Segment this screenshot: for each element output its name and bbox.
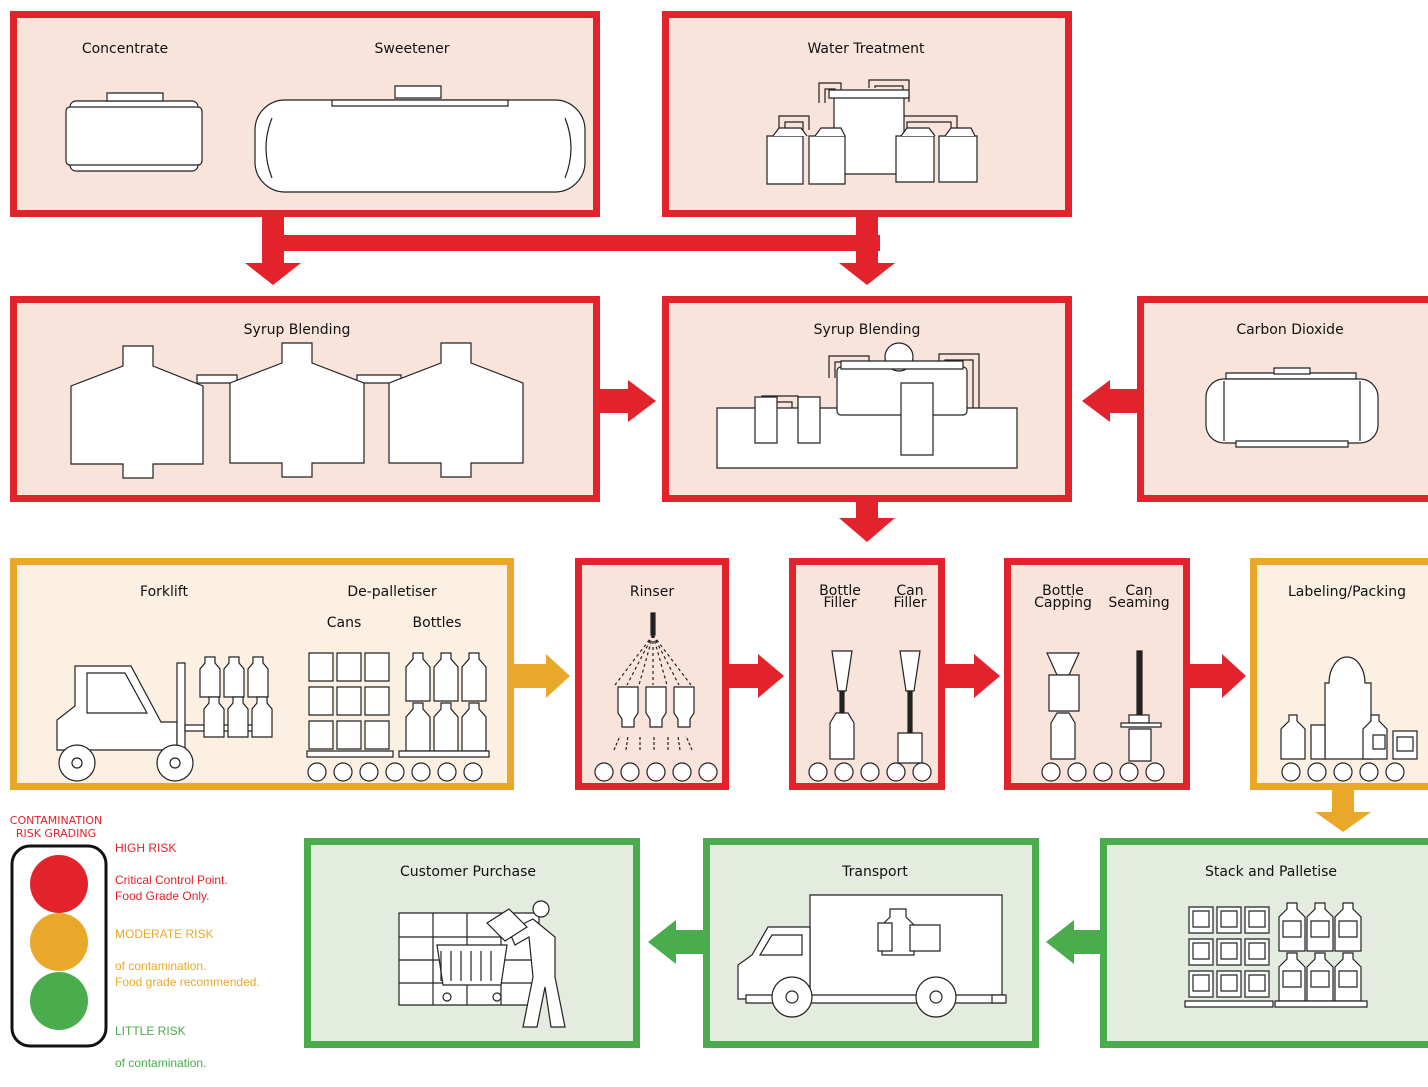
flow-arrow-right [1188, 664, 1222, 688]
concentrate-label: Concentrate [81, 41, 169, 57]
flow-connector-bar [262, 235, 880, 251]
stack-palletise-label: Stack and Palletise [1204, 864, 1338, 880]
transport-stage: Transport [703, 838, 1039, 1048]
customer-purchase-label: Customer Purchase [399, 864, 537, 880]
forklift-depalletiser-icon [17, 652, 521, 797]
little-risk-description: of contamination. [115, 1056, 207, 1070]
flow-arrow-down [856, 498, 878, 518]
concentrate-sweetener-tanks-icon [17, 18, 607, 224]
flow-arrow-left [1110, 389, 1140, 413]
cans-label: Cans [326, 615, 362, 631]
flow-arrow-right [512, 664, 546, 688]
blending-tanks-icon [17, 303, 607, 509]
capping-seaming-stage: Bottle Capping Can Seaming [1004, 558, 1190, 790]
delivery-truck-icon [710, 845, 1046, 1055]
stacked-pallets-icon [1107, 902, 1428, 1055]
stack-palletise-stage: Stack and Palletise [1100, 838, 1428, 1048]
bottle-capping-label: Bottle Capping [1034, 583, 1092, 611]
forklift-label: Forklift [140, 584, 188, 600]
flow-arrow-right [726, 664, 758, 688]
rinser-icon [582, 565, 736, 797]
flow-arrow-down [1332, 788, 1354, 812]
water-treatment-stage: Water Treatment [662, 11, 1072, 217]
customer-shopping-icon [311, 845, 647, 1055]
syrup-blending-tanks-stage: Syrup Blending [10, 296, 600, 502]
labeling-packing-icon [1257, 565, 1428, 797]
flow-arrow-right [942, 664, 974, 688]
water-treatment-label: Water Treatment [807, 41, 925, 57]
concentrate-sweetener-stage: Concentrate Sweetener [10, 11, 600, 217]
legend-title: CONTAMINATION RISK GRADING [9, 814, 103, 840]
high-risk-legend: HIGH RISK Critical Control Point. Food G… [115, 824, 228, 920]
flow-arrows [245, 215, 1371, 964]
high-risk-title: HIGH RISK [115, 841, 177, 855]
bottles-label: Bottles [412, 615, 462, 631]
can-filler-label: Can Filler [893, 583, 927, 611]
capping-seaming-icon [1011, 565, 1197, 797]
flow-arrow-left [676, 930, 706, 954]
can-seaming-label: Can Seaming [1108, 583, 1170, 611]
syrup-blending-carbonation-stage: Syrup Blending [662, 296, 1072, 502]
water-treatment-icon [669, 18, 1079, 224]
little-risk-legend: LITTLE RISK of contamination. [115, 1007, 206, 1087]
flow-arrow-left [1074, 930, 1104, 954]
syrup-blending-label-2: Syrup Blending [813, 322, 921, 338]
transport-label: Transport [842, 864, 908, 880]
forklift-depalletiser-stage: Forklift De-palletiser Cans Bottles [10, 558, 514, 790]
carbon-dioxide-stage: Carbon Dioxide [1137, 296, 1428, 502]
labeling-packing-stage: Labeling/Packing [1250, 558, 1428, 790]
flow-arrow-right [598, 389, 628, 413]
flow-arrow-head [839, 263, 895, 285]
depalletiser-label: De-palletiser [347, 584, 437, 600]
rinser-stage: Rinser [575, 558, 729, 790]
flow-arrow-water-down [856, 215, 878, 263]
bottle-filler-label: Bottle Filler [819, 583, 861, 611]
filler-stage: Bottle Filler Can Filler [789, 558, 945, 790]
moderate-risk-legend: MODERATE RISK of contamination. Food gra… [115, 910, 260, 1006]
customer-purchase-stage: Customer Purchase [304, 838, 640, 1048]
filler-icon [796, 565, 952, 797]
co2-tank-icon [1144, 303, 1428, 509]
high-risk-description: Critical Control Point. Food Grade Only. [115, 873, 228, 903]
rinser-label: Rinser [629, 584, 675, 600]
sweetener-label: Sweetener [374, 41, 450, 57]
labeling-packing-label: Labeling/Packing [1288, 584, 1406, 600]
carbon-dioxide-label: Carbon Dioxide [1236, 322, 1344, 338]
blending-unit-icon [669, 303, 1079, 509]
moderate-risk-description: of contamination. Food grade recommended… [115, 959, 260, 989]
syrup-blending-label: Syrup Blending [243, 322, 351, 338]
little-risk-title: LITTLE RISK [115, 1024, 186, 1038]
flow-arrow-head [245, 263, 301, 285]
moderate-risk-title: MODERATE RISK [115, 927, 214, 941]
